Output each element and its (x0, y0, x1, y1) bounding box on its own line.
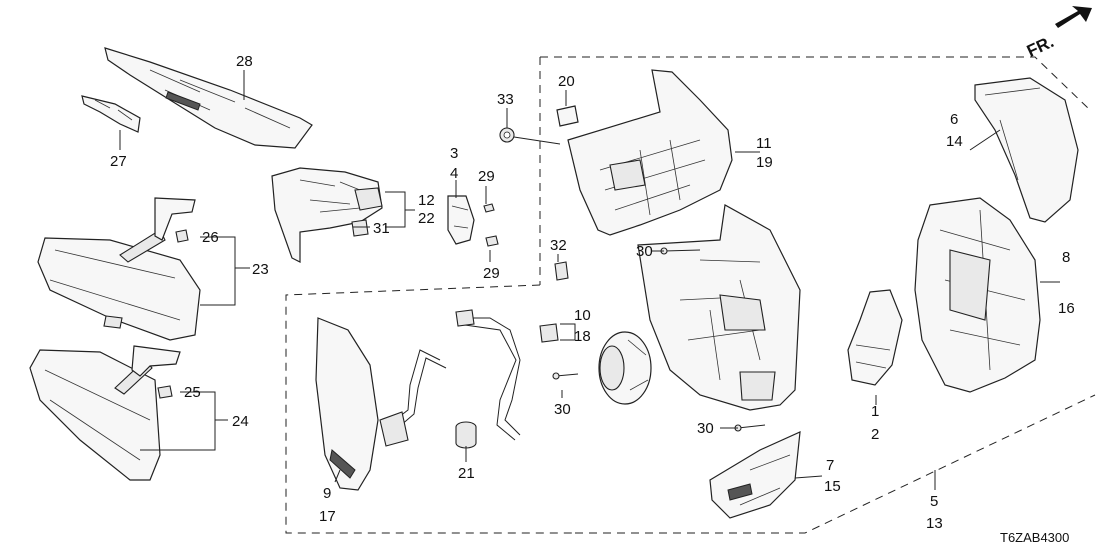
mirror-actuator-part (598, 331, 652, 405)
callout-32: 32 (550, 237, 567, 254)
callout-16: 16 (1058, 300, 1075, 317)
callout-14: 14 (946, 133, 963, 150)
screw-29-upper (483, 203, 495, 213)
callout-8: 8 (1062, 249, 1070, 266)
callout-33: 33 (497, 91, 514, 108)
callout-9: 9 (323, 485, 331, 502)
assembly-outline (285, 56, 1096, 534)
callout-10: 10 (574, 307, 591, 324)
grommet-part (499, 127, 515, 143)
callout-24: 24 (232, 413, 249, 430)
callout-23: 23 (252, 261, 269, 278)
rearview-mirror-23 (37, 197, 201, 341)
callout-labels: 28 27 12 22 31 3 4 29 29 33 20 11 19 32 … (110, 53, 1075, 545)
foam-pad-part (455, 421, 477, 449)
front-orientation-label: FR. (1024, 32, 1057, 61)
callout-6: 6 (950, 111, 958, 128)
screw-30-lower (734, 424, 766, 432)
callout-25: 25 (184, 384, 201, 401)
bracket-part (81, 95, 141, 133)
mirror-base-bracket-part (567, 69, 733, 236)
pad-part-20 (556, 105, 579, 127)
diagram-code: T6ZAB4300 (1000, 530, 1069, 545)
callout-17: 17 (319, 508, 336, 525)
rearview-mirror-24 (29, 345, 181, 481)
overhead-cover-part (104, 47, 313, 149)
mirror-housing-body-part (914, 197, 1041, 393)
screw-30-mid (552, 372, 579, 380)
callout-29-lower: 29 (483, 265, 500, 282)
callout-30-mid: 30 (554, 401, 571, 418)
screw-25 (157, 385, 173, 399)
callout-12: 12 (418, 192, 435, 209)
lower-cover-part (709, 431, 801, 519)
wire-harness-part (379, 309, 559, 447)
callout-5: 5 (930, 493, 938, 510)
callout-15: 15 (824, 478, 841, 495)
callout-20: 20 (558, 73, 575, 90)
callout-28: 28 (236, 53, 253, 70)
callout-1: 1 (871, 403, 879, 420)
callout-4: 4 (450, 165, 458, 182)
turn-signal-part (847, 289, 903, 386)
callout-7: 7 (826, 457, 834, 474)
callout-13: 13 (926, 515, 943, 532)
mirror-glass-part (315, 317, 379, 491)
callout-18: 18 (574, 328, 591, 345)
leader-lines (119, 70, 1060, 490)
callout-26: 26 (202, 229, 219, 246)
mirror-housing-frame-part (637, 204, 801, 411)
callout-21: 21 (458, 465, 475, 482)
clip-part-32 (554, 261, 569, 281)
callout-22: 22 (418, 210, 435, 227)
screw-26 (175, 229, 189, 243)
callout-29-upper: 29 (478, 168, 495, 185)
mount-bracket-part (447, 195, 475, 245)
callout-27: 27 (110, 153, 127, 170)
front-arrow-icon: FR. (1024, 6, 1092, 61)
callout-11: 11 (756, 135, 772, 152)
mirror-base-cover-part (271, 167, 383, 263)
callout-19: 19 (756, 154, 773, 171)
mirror-cap-part (974, 77, 1079, 223)
callout-30-lower: 30 (697, 420, 714, 437)
callout-30-upper: 30 (636, 243, 653, 260)
callout-3: 3 (450, 145, 458, 162)
callout-2: 2 (871, 426, 879, 443)
screw-29-lower (485, 235, 499, 247)
callout-31: 31 (373, 220, 390, 237)
clip-part-31 (351, 219, 369, 237)
